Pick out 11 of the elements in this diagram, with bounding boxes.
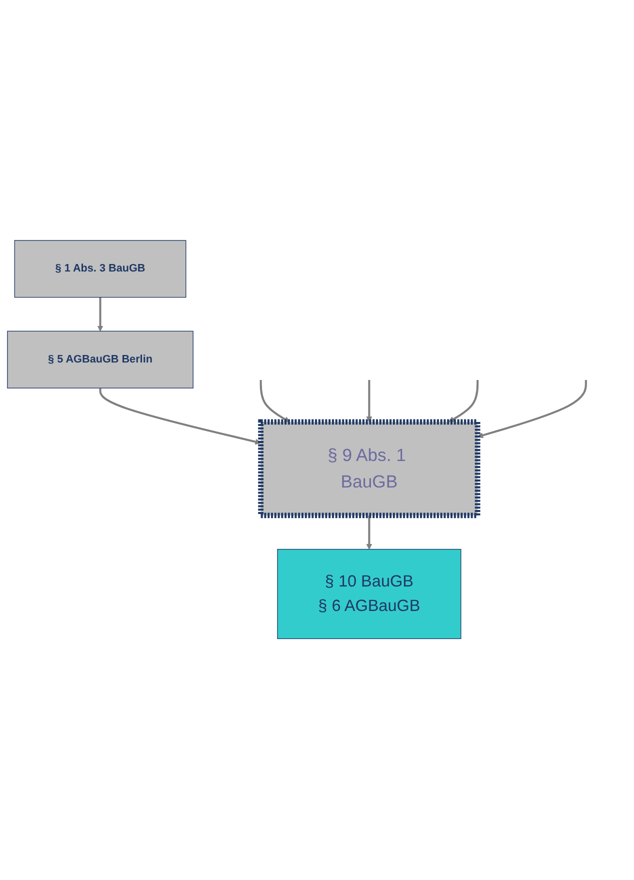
node-box: § 10 BauGB § 6 AGBauGB (277, 549, 462, 640)
arrow (97, 298, 104, 332)
node-box: § 1 Abs. 3 BauGB (14, 240, 186, 298)
arrow (260, 380, 290, 423)
arrow (448, 380, 479, 423)
arrow (366, 380, 372, 423)
arrow (477, 380, 587, 439)
node-box: § 9 Abs. 1 BauGB (258, 420, 480, 519)
arrow (99, 388, 262, 446)
arrow (366, 516, 372, 550)
node-box: § 5 AGBauGB Berlin (7, 331, 194, 389)
